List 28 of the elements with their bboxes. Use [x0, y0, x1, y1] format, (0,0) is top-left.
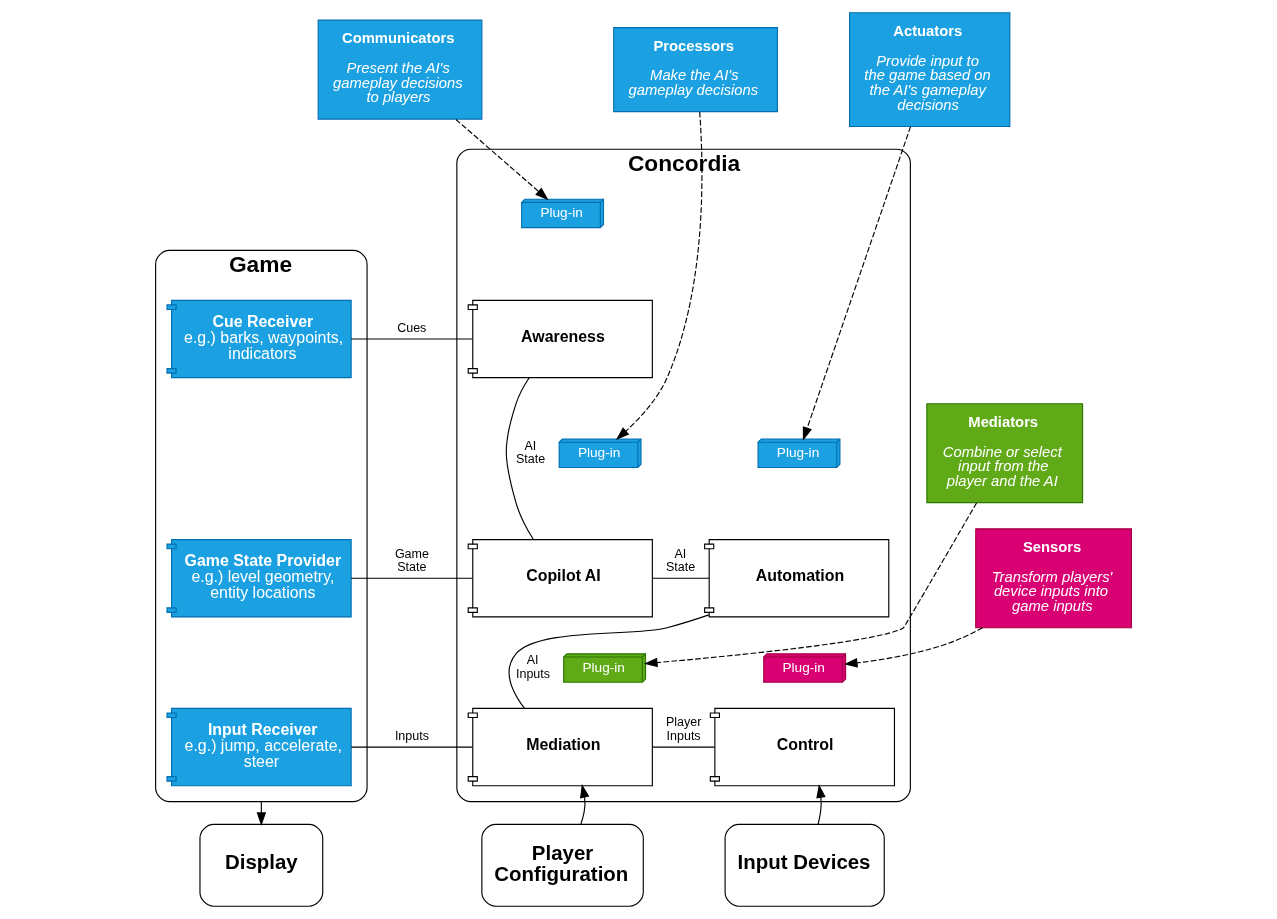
node-box: Processors Make the AI's gameplay decisions: [612, 27, 778, 113]
edge-label: Game State: [394, 546, 429, 575]
edge-label: AI State: [665, 546, 695, 575]
connector: [505, 377, 534, 540]
edge-label: AI Inputs: [515, 653, 550, 682]
node-box: Player Configuration: [480, 823, 644, 907]
connector: [651, 577, 710, 579]
arrow: [454, 118, 549, 201]
edge-label: Inputs: [394, 729, 429, 744]
connector: [350, 577, 473, 579]
arrow: [615, 111, 702, 440]
edge-label: Cues: [396, 320, 426, 335]
connector: [350, 338, 473, 340]
arrow: [579, 784, 589, 825]
edge-label: Player Inputs: [665, 715, 701, 744]
edge-label: AI State: [515, 438, 545, 467]
node-box: Sensors Transform players' device inputs into game inputs: [974, 528, 1132, 629]
node-box: Display: [198, 823, 323, 907]
connector: [350, 746, 473, 748]
node-box: Actuators Provide input to the game based on the AI's gameplay decisions: [848, 12, 1010, 128]
connector: [508, 614, 709, 709]
arrow: [643, 502, 977, 668]
node-box: Input Devices: [724, 823, 885, 907]
connector: [651, 746, 715, 748]
arrow: [815, 784, 826, 825]
node-box: Communicators Present the AI's gameplay decisions to players: [317, 19, 482, 120]
node-box: Mediators Combine or select input from the player and the AI: [925, 403, 1083, 504]
arrow: [843, 627, 983, 668]
